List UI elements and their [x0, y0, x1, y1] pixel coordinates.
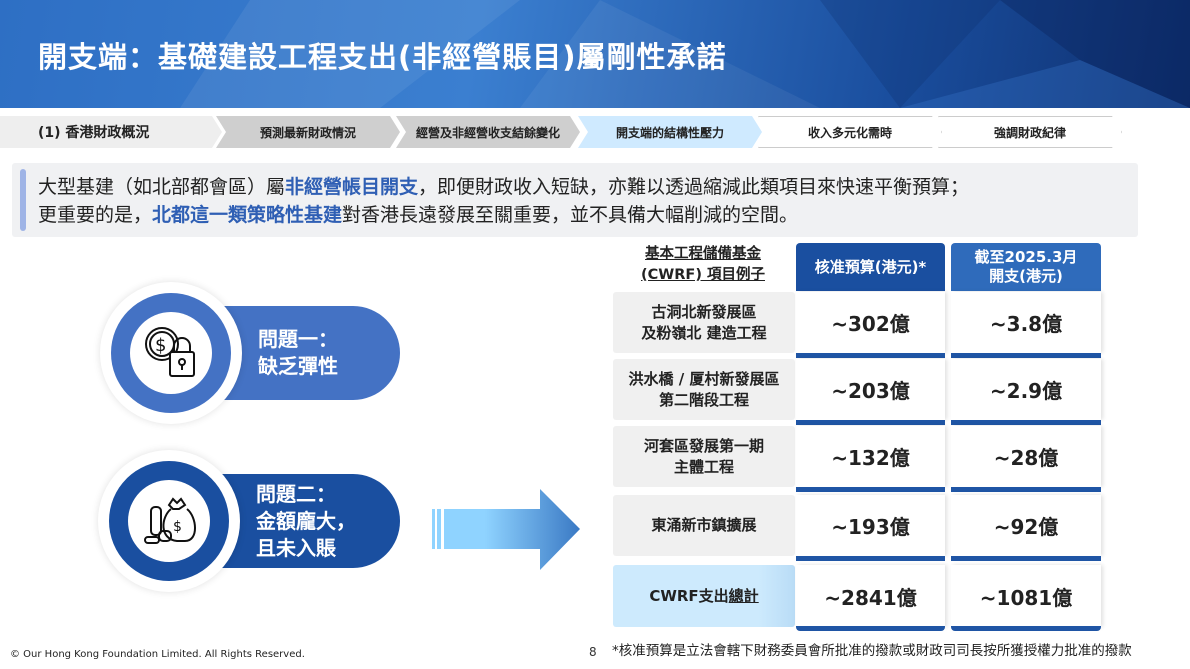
- total-budget: ~2841億: [796, 565, 945, 627]
- text: CWRF支出: [649, 586, 729, 605]
- table-cell-budget: ~132億: [796, 426, 945, 487]
- row-separator: [951, 420, 1101, 425]
- header-line: (CWRF) 項目例子: [640, 267, 765, 283]
- col-header-expenditure: 截至2025.3月 開支(港元): [951, 243, 1101, 291]
- header-text: 核准預算(港元)*: [814, 257, 927, 276]
- text: 大型基建（如北部都會區）屬: [38, 176, 286, 198]
- svg-text:$: $: [173, 519, 182, 535]
- label-line: 古洞北新發展區: [651, 302, 757, 321]
- label-line: 洪水橋 / 厦村新發展區: [628, 369, 780, 388]
- problem-title: 問題二：: [256, 481, 336, 506]
- problem-text: 金額龐大，: [256, 508, 356, 533]
- footnote: *核准預算是立法會轄下財務委員會所批准的撥款或財政司司長按所獲授權力批准的撥款: [612, 643, 1132, 659]
- breadcrumb: (1) 香港財政概況 預測最新財政情況 經營及非經營收支結餘變化 開支端的結構性…: [0, 116, 1190, 148]
- total-spent: ~1081億: [951, 565, 1101, 627]
- breadcrumb-item-balance[interactable]: 經營及非經營收支結餘變化: [396, 116, 580, 148]
- svg-text:$: $: [155, 335, 166, 356]
- row-separator: [796, 420, 945, 425]
- money-bag-coins-icon: $: [128, 480, 210, 562]
- row-separator: [796, 353, 945, 358]
- slide-header: 開支端：基礎建設工程支出(非經營賬目)屬剛性承諾: [0, 0, 1190, 108]
- text: 更重要的是，: [38, 204, 153, 226]
- table-cell-spent: ~2.9億: [951, 359, 1101, 420]
- table-cell-budget: ~203億: [796, 359, 945, 420]
- copyright: © Our Hong Kong Foundation Limited. All …: [10, 649, 305, 660]
- problem-title: 問題一：: [258, 327, 338, 351]
- row-separator: [951, 556, 1101, 561]
- breadcrumb-item-forecast[interactable]: 預測最新財政情況: [216, 116, 400, 148]
- label-line: 第二階段工程: [658, 390, 749, 409]
- row-separator: [951, 626, 1101, 631]
- text: 對香港長遠發展至關重要，並不具備大幅削減的空間。: [342, 204, 799, 226]
- problem-two-badge: $: [98, 450, 240, 592]
- table-cell-spent: ~3.8億: [951, 292, 1101, 353]
- table-cell-budget: ~302億: [796, 292, 945, 353]
- label-line: 河套區發展第一期: [643, 436, 764, 455]
- highlight: 北都這一類策略性基建: [152, 204, 343, 226]
- page-number: 8: [589, 645, 597, 659]
- table-label-header: 基本工程儲備基金 (CWRF) 項目例子: [613, 244, 793, 286]
- key-message-text: 大型基建（如北部都會區）屬非經營帳目開支，即便財政收入短缺，亦難以透過縮減此類項…: [38, 173, 969, 229]
- label-line: 主體工程: [673, 457, 734, 476]
- label-line: 及粉嶺北 建造工程: [641, 323, 767, 342]
- header-text: 截至2025.3月: [974, 248, 1078, 266]
- table-row-label: 洪水橋 / 厦村新發展區第二階段工程: [613, 359, 795, 420]
- table-row-label: 東涌新市鎮擴展: [613, 495, 795, 556]
- dollar-lock-icon: $: [130, 312, 212, 394]
- col-header-approved-budget: 核准預算(港元)*: [796, 243, 945, 291]
- row-separator: [796, 487, 945, 492]
- problem-two-pill: 問題二： 金額龐大， 且未入賬: [200, 474, 400, 568]
- page-title: 開支端：基礎建設工程支出(非經營賬目)屬剛性承諾: [38, 40, 727, 74]
- highlight: 非經營帳目開支: [285, 176, 419, 198]
- total-label: CWRF支出總計: [613, 565, 795, 627]
- problem-text: 且未入賬: [256, 535, 336, 560]
- label-line: 東涌新市鎮擴展: [651, 516, 757, 534]
- breadcrumb-item-overview[interactable]: (1) 香港財政概況: [0, 116, 222, 148]
- table-cell-spent: ~28億: [951, 426, 1101, 487]
- row-separator: [796, 626, 945, 631]
- table-cell-budget: ~193億: [796, 495, 945, 556]
- table-row-label: 河套區發展第一期主體工程: [613, 426, 795, 487]
- breadcrumb-item-revenue[interactable]: 收入多元化需時: [758, 116, 942, 148]
- right-arrow-icon: [432, 489, 580, 570]
- row-separator: [951, 487, 1101, 492]
- table-cell-spent: ~92億: [951, 495, 1101, 556]
- header-line: 基本工程儲備基金: [645, 246, 761, 262]
- row-separator: [951, 353, 1101, 358]
- key-message-box: 大型基建（如北部都會區）屬非經營帳目開支，即便財政收入短缺，亦難以透過縮減此類項…: [12, 163, 1138, 237]
- problem-text: 缺乏彈性: [258, 354, 338, 378]
- quote-bar: [20, 169, 26, 231]
- row-separator: [796, 556, 945, 561]
- problem-one-badge: $: [100, 282, 242, 424]
- header-background-pattern: [180, 0, 1190, 108]
- breadcrumb-item-discipline[interactable]: 強調財政紀律: [938, 116, 1122, 148]
- table-row-label: 古洞北新發展區及粉嶺北 建造工程: [613, 292, 795, 353]
- text: ，即便財政收入短缺，亦難以透過縮減此類項目來快速平衡預算；: [418, 176, 970, 198]
- text: 總計: [728, 586, 759, 605]
- header-text: 開支(港元): [989, 267, 1063, 285]
- breadcrumb-item-structural-pressure[interactable]: 開支端的結構性壓力: [578, 116, 762, 148]
